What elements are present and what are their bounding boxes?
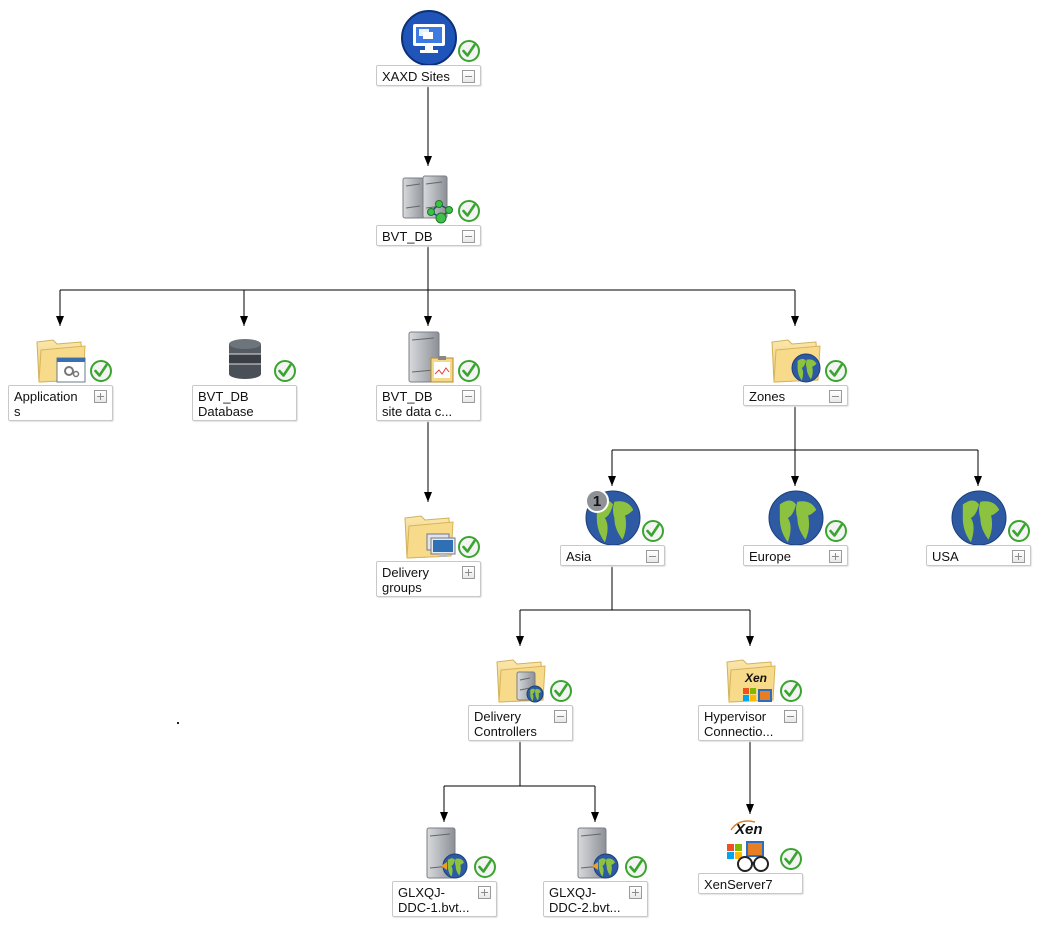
- node-label: BVT_DB site data c...: [382, 389, 453, 419]
- node-label-box[interactable]: Asia: [560, 545, 665, 566]
- healthy-check-icon: [642, 520, 664, 542]
- node-label-box[interactable]: XenServer7: [698, 873, 803, 894]
- node-label: Europe: [749, 549, 791, 564]
- expand-button[interactable]: [1012, 550, 1025, 563]
- node-label-box[interactable]: GLXQJ- DDC-1.bvt...: [392, 881, 497, 917]
- collapse-button[interactable]: [462, 390, 475, 403]
- healthy-check-icon: [458, 536, 480, 558]
- edge-arrowhead: [516, 636, 524, 646]
- globe-icon: [949, 488, 1009, 548]
- node-label-box[interactable]: XAXD Sites: [376, 65, 481, 86]
- node-label: USA: [932, 549, 959, 564]
- server-globe-icon: [566, 824, 626, 884]
- healthy-check-icon: [274, 360, 296, 382]
- node-label-box[interactable]: Zones: [743, 385, 848, 406]
- node-label-box[interactable]: BVT_DB site data c...: [376, 385, 481, 421]
- healthy-check-icon: [625, 856, 647, 878]
- folder-applications-icon: [31, 328, 91, 388]
- node-label-box[interactable]: Hypervisor Connectio...: [698, 705, 803, 741]
- server-clipboard-icon: [399, 328, 459, 388]
- healthy-check-icon: [825, 360, 847, 382]
- edge-arrowhead: [440, 812, 448, 822]
- expand-button[interactable]: [94, 390, 107, 403]
- node-label-box[interactable]: Europe: [743, 545, 848, 566]
- collapse-button[interactable]: [784, 710, 797, 723]
- edge-arrowhead: [240, 316, 248, 326]
- edge-arrowhead: [791, 316, 799, 326]
- folder-monitors-icon: [399, 504, 459, 564]
- node-label: BVT_DB: [382, 229, 433, 244]
- healthy-check-icon: [780, 848, 802, 870]
- node-label: GLXQJ- DDC-2.bvt...: [549, 885, 621, 915]
- node-label: BVT_DB Database: [198, 389, 254, 419]
- svg-text:Xen: Xen: [734, 821, 763, 838]
- expand-button[interactable]: [629, 886, 642, 899]
- edge-arrowhead: [791, 476, 799, 486]
- collapse-button[interactable]: [462, 230, 475, 243]
- node-label-box[interactable]: Application s: [8, 385, 113, 421]
- node-label: Delivery Controllers: [474, 709, 537, 739]
- edge-arrowhead: [424, 316, 432, 326]
- edge-arrowhead: [746, 804, 754, 814]
- collapse-button[interactable]: [829, 390, 842, 403]
- healthy-check-icon: [825, 520, 847, 542]
- node-label: Zones: [749, 389, 786, 404]
- node-label: Application s: [14, 389, 78, 419]
- edge-arrowhead: [591, 812, 599, 822]
- server-cluster-icon: [399, 168, 459, 228]
- healthy-check-icon: [780, 680, 802, 702]
- edge-arrowhead: [424, 492, 432, 502]
- edge-arrowhead: [56, 316, 64, 326]
- collapse-button[interactable]: [554, 710, 567, 723]
- database-icon: [215, 328, 275, 388]
- node-label: XenServer7: [704, 877, 773, 892]
- globe-icon: [766, 488, 826, 548]
- node-label-box[interactable]: BVT_DB: [376, 225, 481, 246]
- stray-dot: [177, 722, 179, 724]
- folder-server-icon: [491, 648, 551, 708]
- expand-button[interactable]: [462, 566, 475, 579]
- node-label: XAXD Sites: [382, 69, 450, 84]
- svg-text:1: 1: [593, 493, 601, 510]
- server-globe-icon: [415, 824, 475, 884]
- healthy-check-icon: [474, 856, 496, 878]
- node-label-box[interactable]: USA: [926, 545, 1031, 566]
- edge-arrowhead: [424, 156, 432, 166]
- healthy-check-icon: [90, 360, 112, 382]
- expand-button[interactable]: [829, 550, 842, 563]
- folder-globe-icon: [766, 328, 826, 388]
- edge-arrowhead: [608, 476, 616, 486]
- node-label: Hypervisor Connectio...: [704, 709, 774, 739]
- collapse-button[interactable]: [462, 70, 475, 83]
- node-label: Delivery groups: [382, 565, 429, 595]
- healthy-check-icon: [458, 360, 480, 382]
- xenserver-icon: Xen: [721, 816, 781, 876]
- node-label-box[interactable]: Delivery groups: [376, 561, 481, 597]
- globe-icon: 1: [583, 488, 643, 548]
- edge-arrowhead: [974, 476, 982, 486]
- monitor-globe-icon: [399, 8, 459, 68]
- node-label: Asia: [566, 549, 592, 564]
- node-label: GLXQJ- DDC-1.bvt...: [398, 885, 470, 915]
- healthy-check-icon: [458, 40, 480, 62]
- folder-xen-icon: Xen: [721, 648, 781, 708]
- svg-text:Xen: Xen: [744, 671, 767, 685]
- node-label-box[interactable]: Delivery Controllers: [468, 705, 573, 741]
- healthy-check-icon: [1008, 520, 1030, 542]
- expand-button[interactable]: [478, 886, 491, 899]
- node-label-box[interactable]: BVT_DB Database: [192, 385, 297, 421]
- edge-arrowhead: [746, 636, 754, 646]
- healthy-check-icon: [550, 680, 572, 702]
- node-label-box[interactable]: GLXQJ- DDC-2.bvt...: [543, 881, 648, 917]
- collapse-button[interactable]: [646, 550, 659, 563]
- healthy-check-icon: [458, 200, 480, 222]
